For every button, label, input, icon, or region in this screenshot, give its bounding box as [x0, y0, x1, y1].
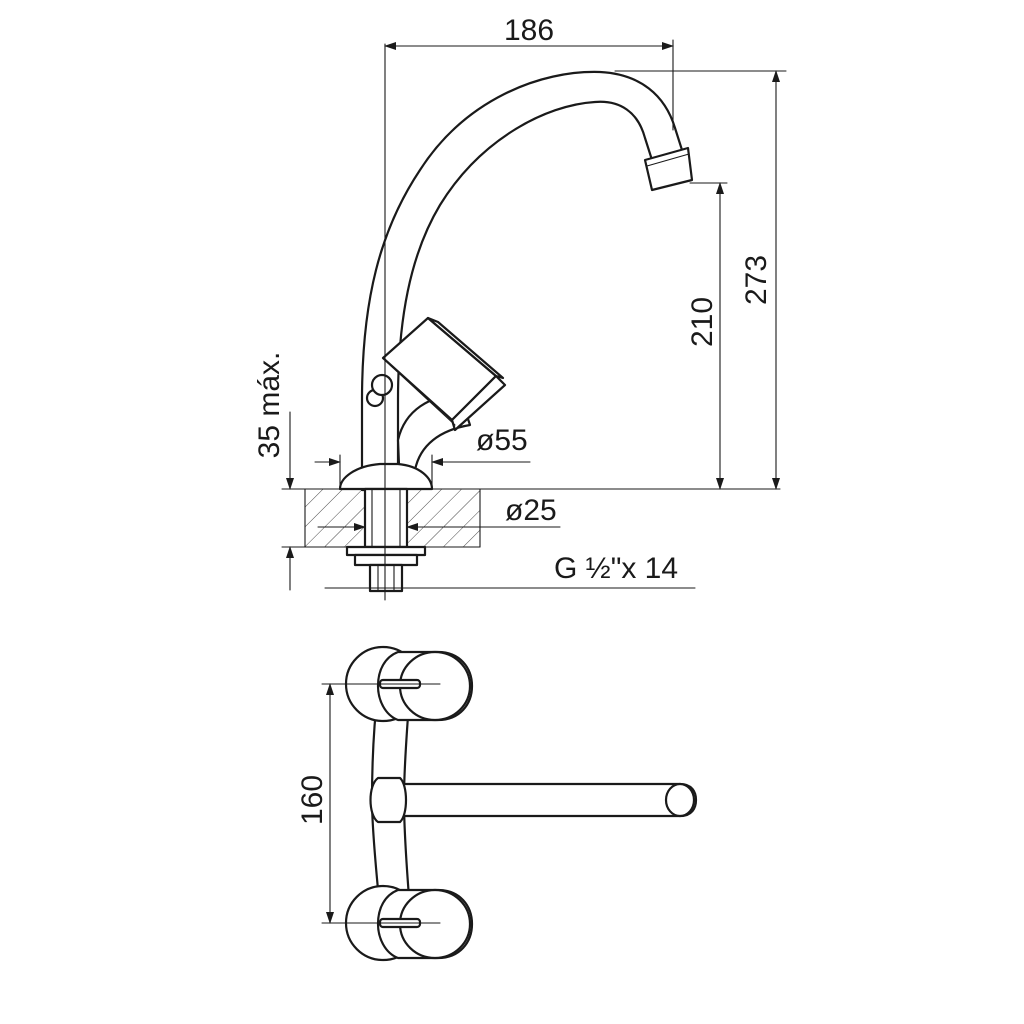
top-view: 160 [296, 645, 698, 962]
dim-total-height: 273 [614, 70, 787, 490]
label-160: 160 [296, 775, 329, 825]
label-thread: G ½"x 14 [554, 552, 678, 585]
label-186: 186 [504, 14, 554, 47]
label-35-max: 35 máx. [253, 352, 286, 459]
threaded-shank [345, 487, 427, 593]
dim-hole-diameter: ø25 [317, 494, 561, 531]
side-view: 186 273 210 35 máx. ø55 [253, 14, 787, 601]
dim-spout-reach: 186 [384, 14, 674, 131]
dim-center-distance: 160 [296, 683, 334, 924]
top-spout [369, 776, 698, 824]
dim-outlet-height: 210 [686, 182, 728, 490]
label-d25: ø25 [505, 494, 557, 527]
base-flange [338, 462, 434, 491]
spout [360, 70, 694, 492]
handle-knob [365, 316, 507, 492]
label-210: 210 [686, 297, 719, 347]
label-273: 273 [740, 255, 773, 305]
dim-base-diameter: ø55 [314, 424, 531, 490]
dim-max-thickness: 35 máx. [253, 352, 294, 591]
label-d55: ø55 [476, 424, 528, 457]
aerator-nozzle [643, 146, 694, 192]
countertop-section [281, 488, 781, 548]
dim-thread: G ½"x 14 [324, 552, 696, 589]
